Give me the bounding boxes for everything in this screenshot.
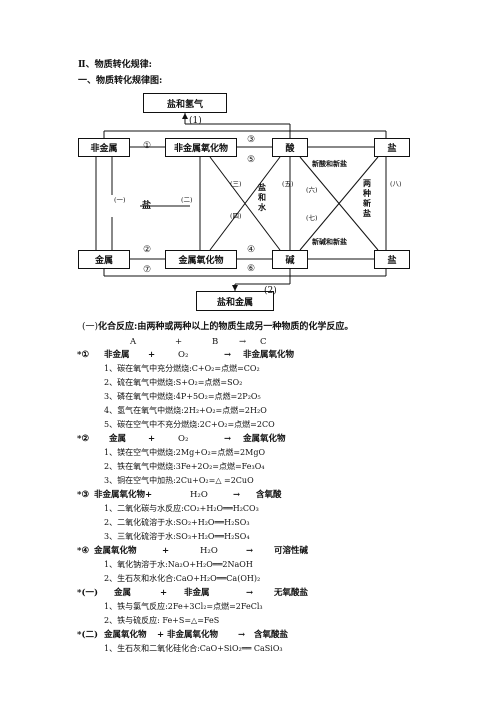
box-salt-bottom: 盐 bbox=[374, 250, 410, 269]
box-nonmetal-oxide: 非金属氧化物 bbox=[165, 138, 237, 157]
group6-plus: + bbox=[157, 630, 165, 640]
group4-mark: *④ bbox=[77, 546, 90, 556]
group5-arrow: → bbox=[246, 588, 254, 598]
num-2: ② bbox=[143, 245, 152, 255]
abc-arrow: → bbox=[239, 337, 247, 347]
box-salt-top: 盐 bbox=[374, 138, 410, 157]
group4-c: 可溶性碱 bbox=[274, 546, 309, 556]
group4-b: H₂O bbox=[200, 546, 218, 556]
group5-item: 2、铁与硫反应: Fe+S=△=FeS bbox=[104, 616, 220, 625]
group3-a: 非金属氧化物+ bbox=[94, 490, 153, 500]
num-c8: (八) bbox=[390, 180, 402, 188]
box-salt-metal: 盐和金属 bbox=[196, 291, 274, 311]
num-c3: (三) bbox=[230, 180, 242, 188]
group1-b: O₂ bbox=[178, 350, 189, 360]
group6-arrow: → bbox=[238, 630, 246, 640]
group3-item: 1、二氧化碳与水反应:CO₂+H₂O══H₂CO₃ bbox=[104, 504, 259, 513]
group4-arrow: → bbox=[246, 546, 254, 556]
box-salt-hydrogen: 盐和氢气 bbox=[143, 93, 227, 113]
box-base: 碱 bbox=[272, 250, 308, 269]
num-c4: (四) bbox=[230, 212, 242, 220]
abc-plus: + bbox=[175, 337, 183, 347]
group4-plus: + bbox=[162, 546, 170, 556]
group3-c: 含氧酸 bbox=[256, 490, 282, 500]
num-1: ① bbox=[143, 141, 152, 151]
group6-c: 含氧酸盐 bbox=[254, 630, 289, 640]
group2-plus: + bbox=[148, 434, 156, 444]
num-p1: (1) bbox=[189, 116, 202, 126]
group6-b: 非金属氧化物 bbox=[167, 630, 219, 640]
num-c6: (六) bbox=[306, 186, 318, 194]
group5-item: 1、铁与氯气反应:2Fe+3Cl₂=点燃=2FeCl₃ bbox=[104, 602, 263, 611]
group3-item: 2、二氧化硫溶于水:SO₂+H₂O══H₂SO₃ bbox=[104, 518, 250, 527]
group5-c: 无氧酸盐 bbox=[274, 588, 309, 598]
num-6: ⑥ bbox=[247, 264, 256, 274]
group3-mark: *③ bbox=[77, 490, 90, 500]
group6-mark: *(二) bbox=[77, 630, 98, 640]
combination-title-rest: :由两种或两种以上的物质生成另一种物质的化学反应。 bbox=[134, 322, 354, 332]
group1-c: 非金属氧化物 bbox=[243, 350, 295, 360]
abc-c: C bbox=[260, 337, 267, 347]
diagram-lines bbox=[95, 113, 387, 291]
num-7: ⑦ bbox=[143, 265, 152, 275]
group5-b: 非金属 bbox=[184, 588, 210, 598]
num-3: ③ bbox=[247, 135, 256, 145]
group5-a: 金属 bbox=[114, 588, 132, 598]
group3-b: H₂O bbox=[190, 490, 208, 500]
section-heading: Ⅱ、物质转化规律: bbox=[78, 60, 152, 70]
label-two-new-salts: 两种新盐 bbox=[363, 178, 371, 218]
group1-item: 1、碳在氧气中充分燃烧:C+O₂=点燃=CO₂ bbox=[104, 364, 260, 373]
label-new-base-salt: 新碱和新盐 bbox=[312, 237, 347, 246]
group1-a: 非金属 bbox=[104, 350, 130, 360]
group4-item: 1、氧化钠溶于水:Na₂O+H₂O══2NaOH bbox=[104, 560, 253, 569]
group2-a: 金属 bbox=[109, 434, 127, 444]
group1-arrow: → bbox=[224, 350, 232, 360]
group3-item: 3、三氧化硫溶于水:SO₃+H₂O══H₂SO₄ bbox=[104, 532, 250, 541]
group1-item: 4、氢气在氧气中燃烧:2H₂+O₂=点燃=2H₂O bbox=[104, 406, 267, 415]
group2-item: 3、铜在空气中加热:2Cu+O₂=△ =2CuO bbox=[104, 476, 254, 485]
group3-arrow: → bbox=[233, 490, 241, 500]
group2-mark: *② bbox=[77, 434, 90, 444]
combination-title: (一)化合反应:由两种或两种以上的物质生成另一种物质的化学反应。 bbox=[82, 323, 353, 332]
group1-plus: + bbox=[148, 350, 156, 360]
group4-a: 金属氧化物 bbox=[94, 546, 137, 556]
abc-a: A bbox=[130, 337, 137, 347]
group5-mark: *(一) bbox=[77, 588, 98, 598]
group6-a: 金属氧化物 bbox=[104, 630, 147, 640]
box-nonmetal: 非金属 bbox=[78, 138, 130, 157]
combination-title-bold: 化合反应 bbox=[98, 322, 135, 332]
group2-c: 金属氧化物 bbox=[243, 434, 286, 444]
combination-title-prefix: (一) bbox=[82, 322, 99, 332]
label-new-acid-salt: 新酸和新盐 bbox=[312, 159, 347, 168]
group2-b: O₂ bbox=[178, 434, 189, 444]
box-acid: 酸 bbox=[272, 138, 308, 157]
num-c5: (五) bbox=[282, 180, 294, 188]
num-c2: (二) bbox=[181, 196, 193, 204]
group1-mark: *① bbox=[77, 350, 90, 360]
box-metal: 金属 bbox=[78, 250, 130, 269]
subsection-heading: 一、物质转化规律图: bbox=[78, 76, 163, 86]
group2-arrow: → bbox=[224, 434, 232, 444]
group1-item: 2、硫在氧气中燃烧:S+O₂=点燃=SO₂ bbox=[104, 378, 243, 387]
num-c1: (一) bbox=[114, 196, 126, 204]
abc-b: B bbox=[212, 337, 219, 347]
box-metal-oxide: 金属氧化物 bbox=[165, 250, 237, 269]
group1-item: 5、碳在空气中不充分燃烧:2C+O₂=点燃=2CO bbox=[104, 420, 275, 429]
group2-item: 1、镁在空气中燃烧:2Mg+O₂=点燃=2MgO bbox=[104, 448, 266, 457]
label-salt-water: 盐和水 bbox=[258, 182, 266, 212]
group4-item: 2、生石灰和水化合:CaO+H₂O══Ca(OH)₂ bbox=[104, 574, 261, 583]
num-p2: (2) bbox=[264, 286, 277, 296]
group5-plus: + bbox=[160, 588, 168, 598]
num-c7: (七) bbox=[306, 214, 318, 222]
group1-item: 3、磷在氧气中燃烧:4P+5O₂=点燃=2P₂O₅ bbox=[104, 392, 261, 401]
num-5: ⑤ bbox=[247, 155, 256, 165]
label-salt-left: 盐 bbox=[142, 201, 152, 211]
group6-item: 1、生石灰和二氧化硅化合:CaO+SiO₂══ CaSiO₃ bbox=[104, 644, 283, 653]
num-4: ④ bbox=[247, 245, 256, 255]
group2-item: 2、铁在氧气中燃烧:3Fe+2O₂=点燃=Fe₃O₄ bbox=[104, 462, 265, 471]
